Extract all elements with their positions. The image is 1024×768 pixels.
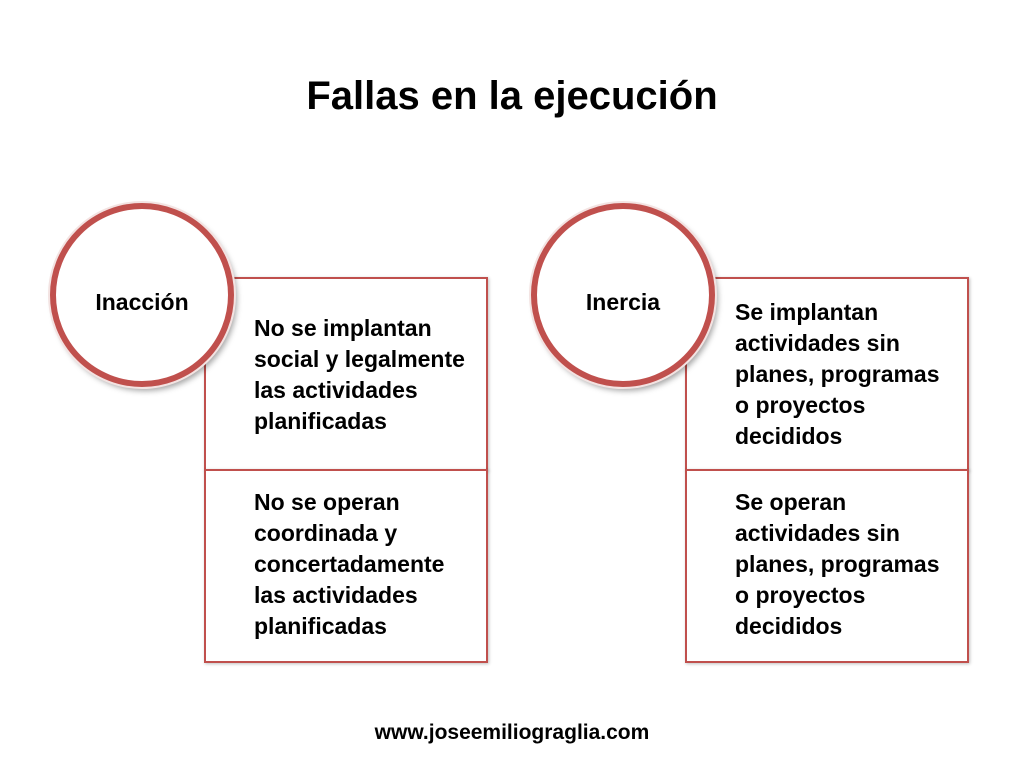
- box-stack: No se implantan social y legalmente las …: [204, 277, 492, 663]
- slide-title: Fallas en la ejecución: [306, 74, 718, 118]
- group-inaccion: No se implantan social y legalmente las …: [47, 200, 497, 670]
- box-stack: Se implantan actividades sin planes, pro…: [685, 277, 973, 663]
- box-text: No se implantan social y legalmente las …: [254, 315, 465, 434]
- circle-label: Inercia: [585, 289, 661, 315]
- circle-label: Inacción: [95, 289, 189, 315]
- box-text: Se implantan actividades sin planes, pro…: [735, 299, 940, 449]
- circle-node: Inercia: [531, 203, 715, 387]
- box-top: No se implantan social y legalmente las …: [204, 277, 488, 471]
- circle-node: Inacción: [50, 203, 234, 387]
- box-bottom: No se operan coordinada y concertadament…: [204, 469, 488, 663]
- box-top: Se implantan actividades sin planes, pro…: [685, 277, 969, 471]
- box-bottom: Se operan actividades sin planes, progra…: [685, 469, 969, 663]
- box-text: Se operan actividades sin planes, progra…: [735, 489, 940, 639]
- box-text: No se operan coordinada y concertadament…: [254, 489, 445, 639]
- footer-url: www.joseemiliograglia.com: [374, 721, 650, 744]
- group-inercia: Se implantan actividades sin planes, pro…: [528, 200, 978, 670]
